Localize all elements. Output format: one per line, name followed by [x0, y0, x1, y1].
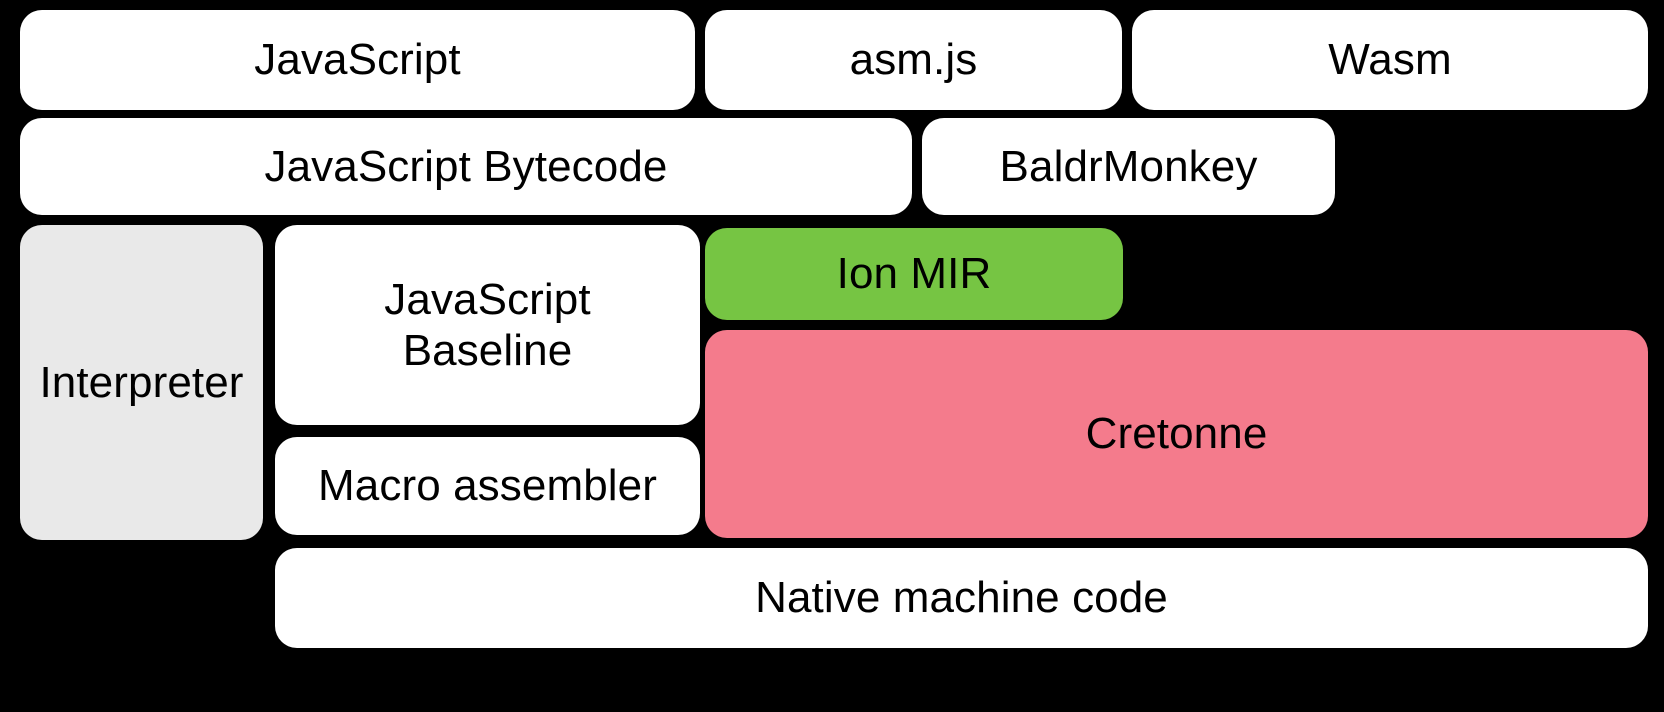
node-label-native-machine-code: Native machine code — [755, 573, 1168, 623]
node-cretonne[interactable]: Cretonne — [705, 330, 1648, 538]
node-label-javascript: JavaScript — [254, 35, 461, 85]
node-label-interpreter: Interpreter — [39, 357, 244, 407]
node-label-baldrmonkey: BaldrMonkey — [999, 141, 1258, 191]
node-javascript[interactable]: JavaScript — [20, 10, 695, 110]
node-label-javascript-baseline: JavaScript Baseline — [384, 274, 591, 375]
node-native-machine-code[interactable]: Native machine code — [275, 548, 1648, 648]
node-label-wasm: Wasm — [1328, 35, 1452, 85]
node-interpreter[interactable]: Interpreter — [20, 225, 263, 540]
node-javascript-baseline[interactable]: JavaScript Baseline — [275, 225, 700, 425]
node-label-javascript-bytecode: JavaScript Bytecode — [264, 141, 668, 191]
node-label-macro-assembler: Macro assembler — [318, 461, 657, 511]
node-asm-js[interactable]: asm.js — [705, 10, 1122, 110]
node-macro-assembler[interactable]: Macro assembler — [275, 437, 700, 535]
node-javascript-bytecode[interactable]: JavaScript Bytecode — [20, 118, 912, 215]
node-ion-mir[interactable]: Ion MIR — [705, 228, 1123, 320]
node-baldrmonkey[interactable]: BaldrMonkey — [922, 118, 1335, 215]
node-wasm[interactable]: Wasm — [1132, 10, 1648, 110]
node-label-ion-mir: Ion MIR — [836, 249, 992, 299]
node-label-cretonne: Cretonne — [1085, 409, 1268, 459]
node-label-asm-js: asm.js — [849, 35, 978, 85]
